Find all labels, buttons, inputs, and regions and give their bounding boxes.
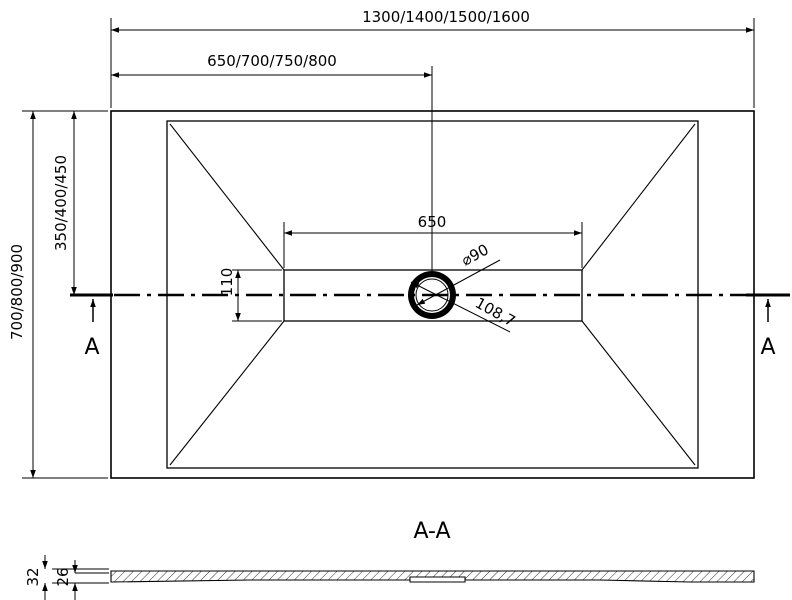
dimension-half-width: 350/400/450 — [52, 111, 77, 295]
dimension-drain-offset: 650/700/750/800 — [111, 52, 433, 275]
svg-text:1300/1400/1500/1600: 1300/1400/1500/1600 — [362, 8, 530, 26]
dimension-channel-width: 110 — [218, 268, 282, 322]
svg-text:350/400/450: 350/400/450 — [52, 155, 70, 251]
svg-text:700/800/900: 700/800/900 — [8, 244, 26, 340]
dimension-channel-length: 650 — [283, 213, 583, 268]
svg-text:650: 650 — [418, 213, 447, 231]
svg-text:A: A — [760, 335, 775, 360]
section-profile — [42, 555, 755, 600]
section-marker-right: A — [746, 293, 790, 360]
dimension-overall-length: 1300/1400/1500/1600 — [110, 8, 755, 108]
thickness-inner-label: 26 — [54, 567, 72, 586]
svg-text:650/700/750/800: 650/700/750/800 — [207, 52, 337, 70]
thickness-total-label: 32 — [24, 567, 42, 586]
drain-channel — [283, 269, 583, 322]
section-marker-left: A — [70, 293, 113, 360]
slope-lines — [169, 123, 696, 466]
svg-text:⌀90: ⌀90 — [458, 240, 491, 269]
section-title: A-A — [413, 519, 450, 544]
svg-text:A: A — [84, 335, 99, 360]
dimension-overall-width: 700/800/900 — [8, 110, 108, 479]
svg-text:110: 110 — [218, 268, 236, 297]
